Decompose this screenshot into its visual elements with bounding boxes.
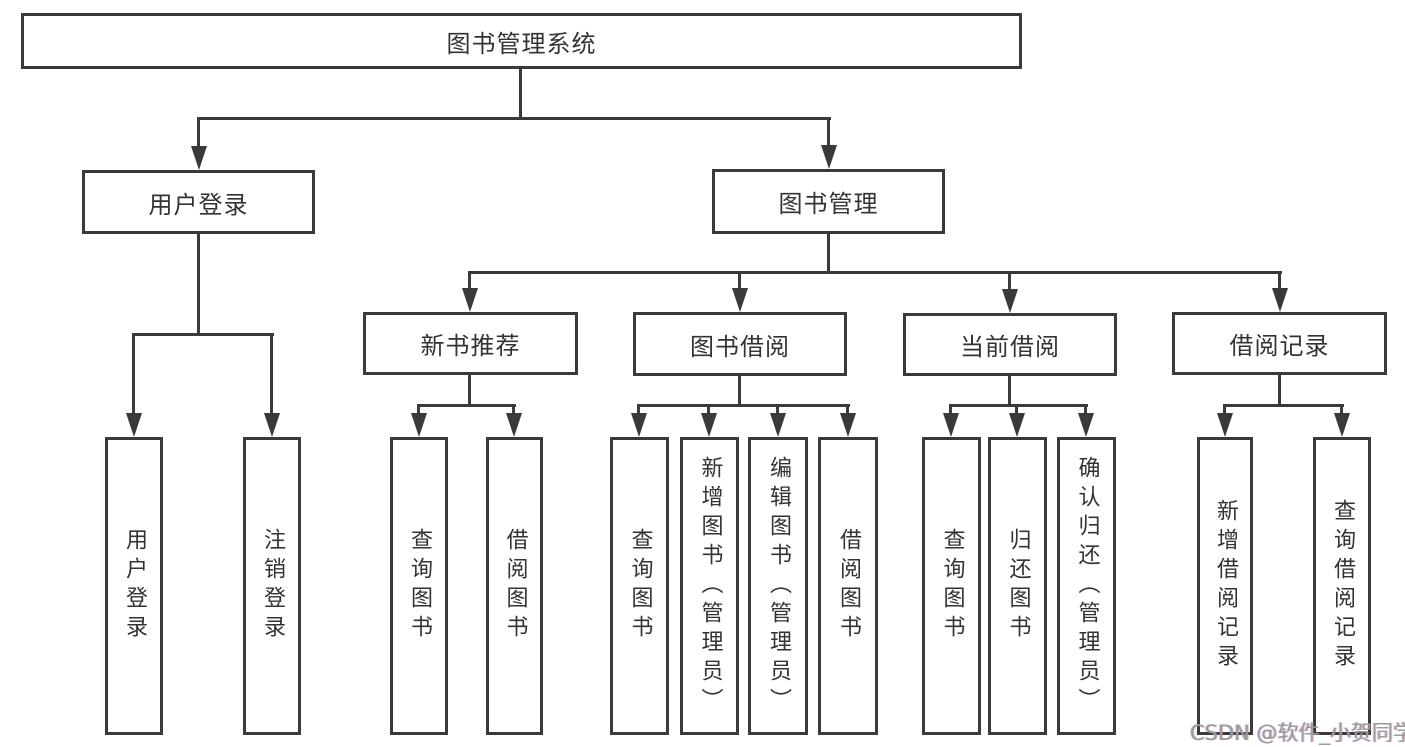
node-user-login: 用户登录 bbox=[82, 170, 315, 234]
arrowhead-cb-return bbox=[1009, 413, 1025, 437]
arrowhead-bb-edit bbox=[770, 413, 786, 437]
arrowhead-bb-query bbox=[631, 413, 647, 437]
leaf-logout-login: 注销登录 bbox=[243, 437, 301, 735]
connector-drop-leaf-user-login bbox=[132, 333, 135, 415]
connector-drop-bb-add bbox=[707, 404, 710, 416]
connector-root-stem bbox=[519, 69, 522, 119]
node-user-login-label: 用户登录 bbox=[148, 190, 249, 219]
node-book-borrowing-label: 图书借阅 bbox=[690, 332, 790, 361]
connector-drop-br-add bbox=[1223, 404, 1226, 416]
arrowhead-book-management bbox=[821, 145, 837, 169]
leaf-query-books-current-label: 查询图书 bbox=[939, 528, 965, 644]
connector-drop-current-borrowing bbox=[1008, 271, 1011, 291]
leaf-borrow-books-label: 借阅图书 bbox=[836, 528, 861, 644]
node-borrowing-records-label: 借阅记录 bbox=[1229, 332, 1330, 360]
node-new-book-recommend-label: 新书推荐 bbox=[420, 332, 521, 360]
node-book-management: 图书管理 bbox=[712, 169, 945, 234]
connector-user-login-branch bbox=[132, 333, 274, 336]
leaf-query-books-recommend-label: 查询图书 bbox=[407, 528, 432, 644]
node-library-system: 图书管理系统 bbox=[21, 13, 1022, 69]
connector-drop-book-management bbox=[827, 117, 830, 148]
leaf-add-borrow-record: 新增借阅记录 bbox=[1197, 437, 1253, 735]
leaf-confirm-return-admin: 确认归还（管理员） bbox=[1057, 437, 1116, 735]
connector-drop-user-login bbox=[197, 117, 200, 148]
leaf-borrow-books-recommend-label: 借阅图书 bbox=[502, 528, 528, 644]
leaf-confirm-return-admin-label: 确认归还（管理员） bbox=[1074, 455, 1100, 717]
node-book-borrowing: 图书借阅 bbox=[633, 312, 847, 376]
arrowhead-borrowing-records bbox=[1272, 288, 1288, 312]
connector-book-borrowing-stem bbox=[738, 376, 741, 407]
leaf-return-books: 归还图书 bbox=[988, 437, 1047, 735]
leaf-user-login-label: 用户登录 bbox=[122, 528, 147, 644]
arrowhead-cb-query bbox=[943, 413, 959, 437]
arrowhead-leaf-logout bbox=[264, 413, 280, 437]
connector-drop-bb-edit bbox=[776, 404, 779, 416]
connector-drop-cb-query bbox=[949, 404, 952, 416]
connector-drop-nb-borrow bbox=[512, 404, 515, 416]
connector-drop-cb-confirm bbox=[1084, 404, 1087, 416]
leaf-edit-books-admin-label: 编辑图书（管理员） bbox=[766, 455, 791, 717]
leaf-add-books-admin: 新增图书（管理员） bbox=[680, 437, 739, 735]
arrowhead-cb-confirm bbox=[1078, 413, 1094, 437]
arrowhead-bb-add bbox=[701, 413, 717, 437]
leaf-borrow-books: 借阅图书 bbox=[818, 437, 878, 735]
node-borrowing-records: 借阅记录 bbox=[1172, 312, 1387, 375]
connector-drop-borrowing-records bbox=[1278, 271, 1281, 290]
leaf-add-books-admin-label: 新增图书（管理员） bbox=[697, 455, 723, 717]
leaf-query-books-recommend: 查询图书 bbox=[390, 437, 448, 735]
connector-level3-branch bbox=[468, 271, 1282, 274]
arrowhead-br-add bbox=[1217, 413, 1233, 437]
connector-current-borrowing-stem bbox=[1008, 376, 1011, 407]
connector-book-management-stem bbox=[827, 234, 830, 274]
connector-drop-bb-borrow bbox=[846, 404, 849, 416]
arrowhead-user-login bbox=[191, 146, 207, 170]
leaf-user-login: 用户登录 bbox=[105, 437, 163, 735]
arrowhead-current-borrowing bbox=[1002, 289, 1018, 313]
connector-drop-bb-query bbox=[637, 404, 640, 416]
leaf-edit-books-admin: 编辑图书（管理员） bbox=[748, 437, 808, 735]
connector-drop-new-book bbox=[468, 271, 471, 290]
connector-drop-leaf-logout bbox=[270, 333, 273, 415]
leaf-query-books-borrowing-label: 查询图书 bbox=[627, 528, 653, 644]
node-book-management-label: 图书管理 bbox=[778, 190, 879, 218]
node-current-borrowing-label: 当前借阅 bbox=[960, 333, 1060, 361]
leaf-query-borrow-record: 查询借阅记录 bbox=[1313, 437, 1371, 735]
connector-level2-branch bbox=[197, 117, 831, 120]
arrowhead-leaf-user-login bbox=[126, 413, 142, 437]
leaf-logout-login-label: 注销登录 bbox=[260, 528, 285, 644]
arrowhead-br-query bbox=[1334, 413, 1350, 437]
arrowhead-new-book bbox=[462, 288, 478, 312]
connector-borrowing-records-stem bbox=[1278, 375, 1281, 407]
connector-current-borrowing-branch bbox=[949, 404, 1088, 407]
connector-book-borrowing-branch bbox=[637, 404, 850, 407]
leaf-borrow-books-recommend: 借阅图书 bbox=[486, 437, 543, 735]
leaf-query-borrow-record-label: 查询借阅记录 bbox=[1330, 499, 1355, 673]
connector-borrowing-records-branch bbox=[1223, 404, 1344, 407]
connector-new-book-stem bbox=[468, 375, 471, 407]
leaf-add-borrow-record-label: 新增借阅记录 bbox=[1213, 499, 1238, 673]
connector-new-book-branch bbox=[417, 404, 516, 407]
connector-user-login-stem bbox=[197, 234, 200, 335]
connector-drop-cb-return bbox=[1015, 404, 1018, 416]
arrowhead-nb-borrow bbox=[506, 413, 522, 437]
connector-drop-br-query bbox=[1340, 404, 1343, 416]
arrowhead-bb-borrow bbox=[840, 413, 856, 437]
leaf-query-books-current: 查询图书 bbox=[922, 437, 981, 735]
node-new-book-recommend: 新书推荐 bbox=[363, 312, 578, 375]
node-library-system-label: 图书管理系统 bbox=[446, 29, 597, 58]
leaf-return-books-label: 归还图书 bbox=[1005, 528, 1031, 644]
leaf-query-books-borrowing: 查询图书 bbox=[610, 437, 669, 735]
arrowhead-book-borrowing bbox=[732, 288, 748, 312]
csdn-watermark: CSDN @软件_小贺同学 bbox=[1190, 721, 1405, 745]
arrowhead-nb-query bbox=[411, 413, 427, 437]
connector-drop-book-borrowing bbox=[738, 271, 741, 290]
node-current-borrowing: 当前借阅 bbox=[903, 313, 1117, 376]
connector-drop-nb-query bbox=[417, 404, 420, 416]
